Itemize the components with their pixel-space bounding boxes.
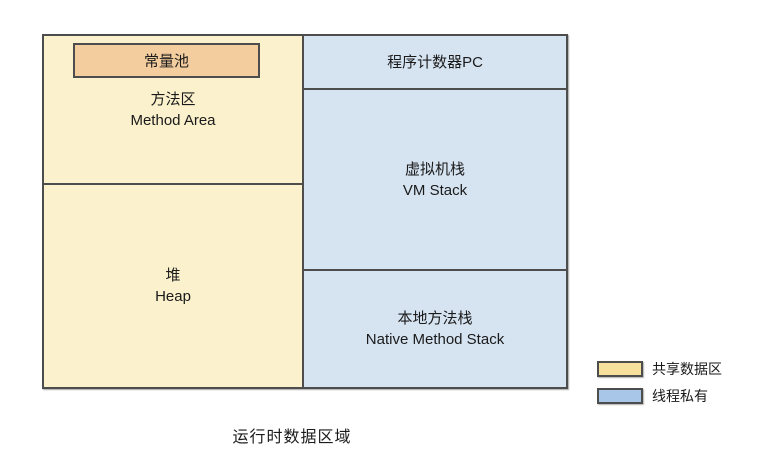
diagram-caption: 运行时数据区域 bbox=[232, 429, 352, 446]
legend-item-shared: 共享数据区 bbox=[597, 361, 722, 377]
native-method-stack-title: 本地方法栈 bbox=[397, 310, 473, 327]
vmstack-native-divider-line bbox=[304, 269, 566, 271]
vm-stack-subtitle: VM Stack bbox=[402, 181, 468, 199]
native-method-stack-region: 本地方法栈 Native Method Stack bbox=[304, 271, 566, 387]
thread-private-background bbox=[303, 36, 566, 387]
native-method-stack-subtitle: Native Method Stack bbox=[365, 331, 505, 348]
diagram-frame: 方法区 Method Area 常量池 堆 Heap 程序计数器PC 虚拟机栈 … bbox=[42, 34, 568, 389]
legend-label-thread-private: 线程私有 bbox=[652, 388, 708, 404]
method-area-region: 方法区 Method Area bbox=[44, 36, 302, 183]
program-counter-label: 程序计数器PC bbox=[387, 53, 483, 71]
method-area-subtitle: Method Area bbox=[130, 111, 216, 129]
heap-subtitle: Heap bbox=[155, 288, 191, 305]
program-counter-region: 程序计数器PC bbox=[304, 36, 566, 88]
vm-stack-region: 虚拟机栈 VM Stack bbox=[304, 90, 566, 269]
constant-pool-box: 常量池 bbox=[73, 43, 260, 78]
constant-pool-label: 常量池 bbox=[143, 53, 189, 70]
legend-item-thread-private: 线程私有 bbox=[597, 388, 708, 404]
heap-region: 堆 Heap bbox=[44, 185, 302, 387]
vm-stack-title: 虚拟机栈 bbox=[404, 160, 465, 178]
legend-swatch-thread-private bbox=[597, 388, 643, 404]
shared-data-background bbox=[44, 36, 303, 387]
legend-swatch-shared bbox=[597, 361, 643, 377]
legend-label-shared: 共享数据区 bbox=[652, 361, 722, 377]
method-area-title: 方法区 bbox=[150, 90, 196, 108]
column-divider-line bbox=[302, 36, 304, 387]
pc-vmstack-divider-line bbox=[304, 88, 566, 90]
heap-title: 堆 bbox=[165, 267, 181, 284]
method-area-heap-divider-line bbox=[44, 183, 302, 185]
